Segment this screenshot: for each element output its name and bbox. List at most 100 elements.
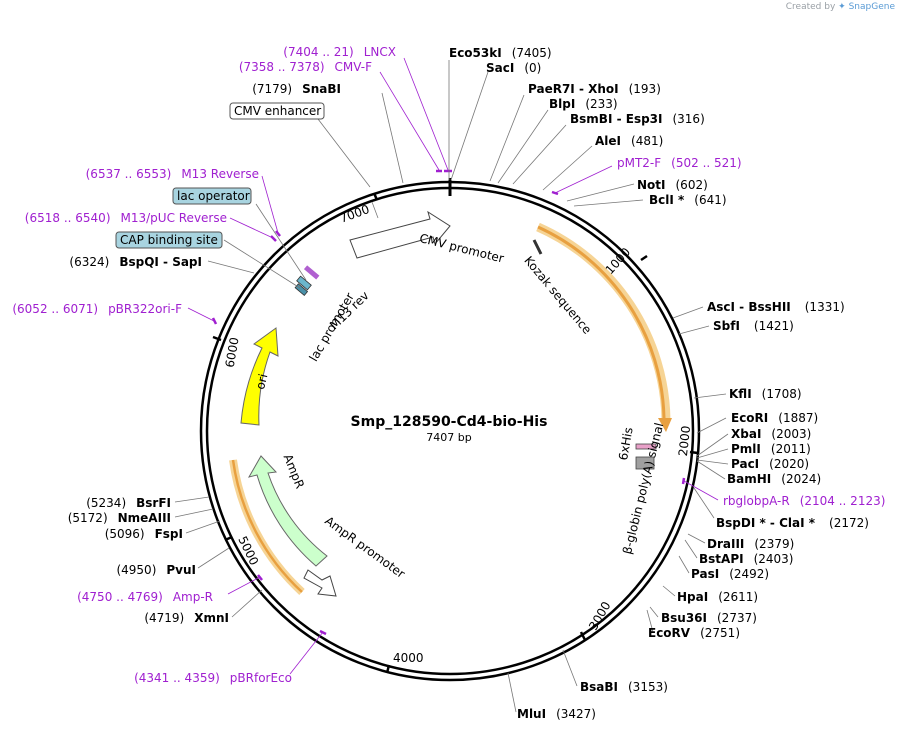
enzyme-label: BclI *(641) [649, 193, 727, 207]
leader-pvui [197, 547, 230, 569]
primer-label: (6052 .. 6071)pBR322ori-F [12, 302, 182, 316]
leader-cmv-promoter-box [371, 201, 379, 219]
enzyme-label: BsmBI - Esp3I(316) [570, 112, 705, 126]
credit-prefix: Created by [785, 2, 836, 12]
primer-m13puc-mark [270, 235, 277, 242]
leader-snabi [381, 92, 404, 184]
cmv-enhancer-label: CMV enhancer [234, 104, 321, 118]
lac-promoter-label: lac promoter [306, 290, 357, 364]
leader-sapi [207, 260, 255, 274]
enzyme-label: DraIII(2379) [707, 537, 794, 551]
tick-mark-7000 [372, 192, 379, 201]
primer-rbglobpa-mark [681, 477, 686, 485]
leader-bcli [573, 199, 644, 207]
enzyme-label: (5172)NmeAIII [68, 511, 171, 525]
leader-hpai [662, 585, 676, 597]
leader-primer-m13puc [229, 217, 274, 239]
lac-operator-marker [296, 275, 312, 291]
plasmid-title: Smp_128590-Cd4-bio-His 7407 bp [351, 414, 548, 444]
leader-noti [566, 183, 635, 202]
leader-sbfi [678, 325, 710, 335]
leader-esp3i [512, 124, 567, 185]
enzyme-label: XbaI(2003) [731, 427, 811, 441]
leader-ecori [696, 417, 727, 434]
enzyme-label: BstAPI(2403) [699, 552, 793, 566]
leader-bsrfi [174, 496, 210, 503]
leader-cmv-enhancer [317, 118, 371, 188]
leader-primer-pmt2 [554, 165, 613, 194]
leader-primer-pbrforeco [289, 631, 324, 675]
enzyme-label: BsaBI(3153) [580, 680, 668, 694]
enzyme-label: (6324)BspQI - SapI [69, 255, 202, 269]
enzyme-label: NotI(602) [637, 178, 708, 192]
enzyme-label: BspDI * - ClaI *(2172) [716, 516, 869, 530]
primer-label: pMT2-F(502 .. 521) [617, 156, 742, 170]
plasmid-length: 7407 bp [426, 431, 471, 444]
leader-bsshii [672, 306, 704, 319]
snapgene-credit: Created by ✦ SnapGene [786, 2, 895, 12]
leader-primer-cmv-f [379, 71, 440, 171]
leader-primer-pbr322ori [187, 307, 215, 322]
ampr-label: AmpR [281, 452, 307, 490]
kozak-marker [532, 239, 543, 255]
ampr-arrow [247, 455, 328, 567]
his-tag-label: 6xHis [616, 426, 636, 461]
leader-primer-lncx [403, 57, 449, 171]
leader-primer-m13 [261, 175, 279, 234]
leader-xhoi [489, 94, 525, 182]
tick-mark-1000 [640, 254, 648, 262]
leader-draiii [687, 533, 706, 544]
primer-pbr322ori-mark [211, 317, 218, 325]
primer-label: rbglobpA-R(2104 .. 2123) [723, 494, 885, 508]
leader-lac-operator [255, 203, 307, 281]
snapgene-logo-icon: ✦ [838, 2, 846, 12]
primer-label: (4341 .. 4359)pBRforEco [134, 671, 292, 685]
leader-blpi [497, 109, 549, 184]
enzyme-label: HpaI(2611) [677, 590, 758, 604]
leader-kfli [693, 393, 727, 399]
ampr-orf-line [231, 459, 303, 593]
leader-fspi [185, 520, 221, 534]
leader-pmli [696, 448, 729, 459]
enzyme-label: Eco53kI(7405) [449, 46, 552, 60]
enzyme-label: BlpI(233) [549, 97, 618, 111]
enzyme-label: SbfI(1421) [713, 319, 794, 333]
cap-binding-site-box [115, 231, 223, 249]
primer-markers [211, 169, 686, 636]
cap-binding-site-label: CAP binding site [120, 233, 218, 247]
plasmid-name: Smp_128590-Cd4-bio-His [351, 414, 548, 430]
leader-bsabi [562, 649, 578, 687]
m13-rev-marker [303, 265, 320, 280]
ori-label: ori [253, 372, 270, 391]
enzyme-label: BamHI(2024) [727, 472, 821, 486]
primer-ampr-mark [257, 574, 263, 581]
enzyme-label: AscI - BssHII(1331) [707, 300, 845, 314]
enzyme-label: Bsu36I(2737) [661, 611, 757, 625]
enzyme-labels: Eco53kI(7405) SacI(0) PaeR7I - XhoI(193)… [68, 46, 869, 721]
tick-mark-5000 [224, 535, 233, 542]
enzyme-label: AleI(481) [595, 134, 663, 148]
enzyme-leader-lines [174, 60, 729, 713]
leader-saci [450, 71, 489, 181]
orf-arrow [537, 225, 666, 419]
ampr-promoter-arrow [303, 569, 337, 597]
backbone [199, 178, 701, 682]
primer-label: (7404 .. 21)LNCX [283, 45, 396, 59]
cmv-enhancer-box [229, 102, 325, 120]
ori-arrow [240, 327, 279, 426]
tick-mark-4000 [385, 664, 391, 674]
leader-xbai [696, 433, 729, 457]
leader-primer-rbglobpa [683, 480, 719, 501]
enzyme-label: PmlI(2011) [731, 442, 811, 456]
enzyme-label: (5234)BsrFI [86, 496, 171, 510]
cmv-promoter-arrow [349, 210, 451, 259]
lac-operator-label: lac operator [177, 189, 250, 203]
tick-mark-2000 [689, 450, 699, 455]
enzyme-label: (7179)SnaBI [252, 82, 341, 96]
leader-alei [542, 145, 593, 191]
primer-label: (7358 .. 7378)CMV-F [239, 60, 372, 74]
tick-label-2000: 2000 [676, 425, 693, 457]
leader-paci [696, 459, 729, 465]
primer-label: (4750 .. 4769)Amp-R [77, 590, 213, 604]
